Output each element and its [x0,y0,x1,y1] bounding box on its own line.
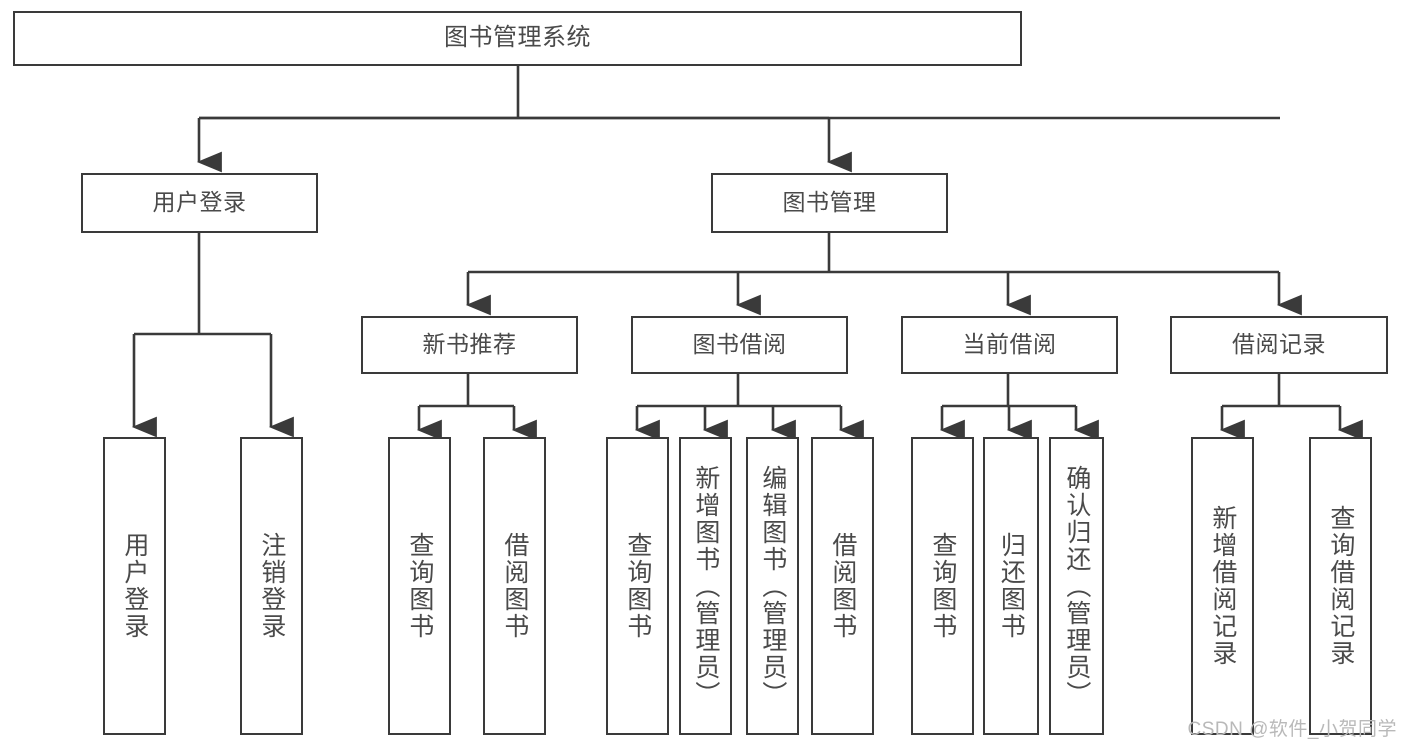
leaf-user-login[interactable]: 用户登录 [103,437,166,735]
leaf-borrow-book-1-label: 借阅图书 [500,532,529,640]
leaf-confirm-return-admin[interactable]: 确认归还（管理员） [1049,437,1104,735]
node-borrow-record[interactable]: 借阅记录 [1170,316,1388,374]
leaf-logout[interactable]: 注销登录 [240,437,303,735]
leaf-query-book-current[interactable]: 查询图书 [911,437,974,735]
node-new-book-recommend[interactable]: 新书推荐 [361,316,578,374]
leaf-query-book-3-label: 查询图书 [928,532,957,640]
node-current-borrow[interactable]: 当前借阅 [901,316,1118,374]
watermark: CSDN @软件_小贺同学 [1187,719,1397,740]
leaf-logout-label: 注销登录 [257,532,286,640]
leaf-confirm-return-admin-label: 确认归还（管理员） [1062,464,1091,708]
leaf-query-book-2-label: 查询图书 [623,532,652,640]
leaf-edit-book-admin[interactable]: 编辑图书（管理员） [746,437,799,735]
leaf-user-login-label: 用户登录 [120,532,149,640]
leaf-query-book-1-label: 查询图书 [405,532,434,640]
leaf-return-book[interactable]: 归还图书 [983,437,1039,735]
leaf-query-book-borrow[interactable]: 查询图书 [606,437,669,735]
leaf-query-record-label: 查询借阅记录 [1326,505,1355,667]
leaf-add-record-label: 新增借阅记录 [1208,505,1237,667]
node-book-borrow[interactable]: 图书借阅 [631,316,848,374]
leaf-borrow-book-recommend[interactable]: 借阅图书 [483,437,546,735]
leaf-edit-book-admin-label: 编辑图书（管理员） [758,464,787,708]
leaf-add-book-admin[interactable]: 新增图书（管理员） [679,437,732,735]
leaf-add-borrow-record[interactable]: 新增借阅记录 [1191,437,1254,735]
leaf-add-book-admin-label: 新增图书（管理员） [691,464,720,708]
leaf-return-book-label: 归还图书 [997,532,1026,640]
node-book-manage[interactable]: 图书管理 [711,173,948,233]
node-user-login[interactable]: 用户登录 [81,173,318,233]
leaf-query-borrow-record[interactable]: 查询借阅记录 [1309,437,1372,735]
leaf-borrow-book-2-label: 借阅图书 [828,532,857,640]
node-root-system[interactable]: 图书管理系统 [13,11,1022,66]
leaf-borrow-book-borrow[interactable]: 借阅图书 [811,437,874,735]
leaf-query-book-recommend[interactable]: 查询图书 [388,437,451,735]
